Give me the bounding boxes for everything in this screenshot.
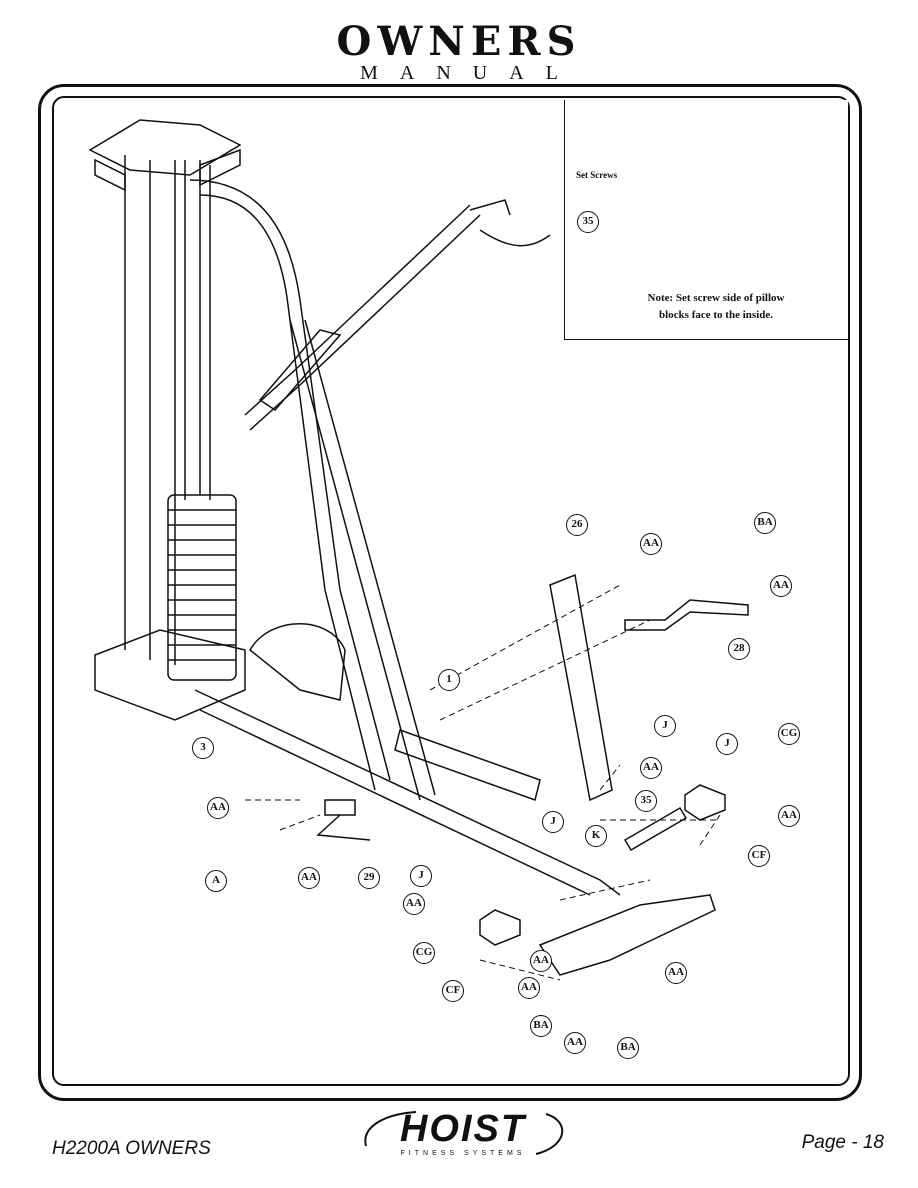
- shaft-35-main: [623, 806, 688, 852]
- upright-26: [549, 573, 613, 802]
- seat-crossmember: [394, 729, 541, 801]
- logo-swoosh: [364, 1111, 564, 1155]
- tower-base: [94, 629, 246, 721]
- callout-aa-low: AA: [403, 893, 425, 915]
- callout-j-right-2: J: [716, 733, 738, 755]
- callout-1: 1: [438, 669, 460, 691]
- callout-cg-right: CG: [778, 723, 800, 745]
- callout-k: K: [585, 825, 607, 847]
- callout-aa-left-2: AA: [298, 867, 320, 889]
- callout-cf-right: CF: [748, 845, 770, 867]
- arch-arm: [189, 179, 391, 791]
- callout-29: 29: [358, 867, 380, 889]
- pillow-block-low: [479, 909, 521, 946]
- arch-front-rail: [289, 319, 436, 801]
- callout-aa-top-2: AA: [770, 575, 792, 597]
- tower-top-bracket: [94, 148, 241, 192]
- callout-35-main: 35: [635, 790, 657, 812]
- cam-pulley: [249, 623, 346, 701]
- page-number: Page - 18: [801, 1132, 884, 1153]
- callout-aa-right-2: AA: [778, 805, 800, 827]
- callout-j-right-1: J: [654, 715, 676, 737]
- lever-28: [624, 599, 749, 631]
- press-arm-link: [258, 329, 342, 411]
- rear-foot: [538, 894, 716, 976]
- callout-aa-top-1: AA: [640, 533, 662, 555]
- hoist-logo: HOIST FITNESS SYSTEMS: [356, 1106, 570, 1168]
- callout-3: 3: [192, 737, 214, 759]
- callout-28: 28: [728, 638, 750, 660]
- main-base-rail: [194, 689, 621, 896]
- note-line-2: blocks face to the inside.: [659, 309, 773, 321]
- set-screws-label: Set Screws: [576, 170, 618, 180]
- callout-cf-low: CF: [442, 980, 464, 1002]
- callout-aa-right-1: AA: [640, 757, 662, 779]
- callout-aa-left: AA: [207, 797, 229, 819]
- tower-top-plate: [88, 119, 242, 176]
- callout-ba-low: BA: [530, 1015, 552, 1037]
- callout-26: 26: [566, 514, 588, 536]
- inner-frame: [52, 96, 850, 1086]
- press-handle: [469, 199, 551, 247]
- callout-aa-low-4: AA: [665, 962, 687, 984]
- callout-aa-low-2: AA: [530, 950, 552, 972]
- callout-aa-low-3: AA: [518, 977, 540, 999]
- footer-model: H2200A OWNERS: [52, 1138, 211, 1159]
- callout-j-low: J: [410, 865, 432, 887]
- footrest-29: [316, 799, 371, 841]
- logo-subtitle: FITNESS SYSTEMS: [400, 1150, 526, 1157]
- note-line-1: Note: Set screw side of pillow: [647, 292, 785, 304]
- detail-inset: [564, 100, 848, 340]
- header-subtitle: MANUAL: [360, 62, 580, 84]
- header-title: OWNERS: [336, 18, 582, 65]
- callout-a: A: [205, 870, 227, 892]
- note-text: Note: Set screw side of pillow blocks fa…: [606, 290, 826, 324]
- callout-ba-low-2: BA: [617, 1037, 639, 1059]
- pillow-block-right: [684, 784, 726, 821]
- tower-left-post: [124, 155, 176, 665]
- press-arm: [244, 204, 481, 431]
- callout-cg-low: CG: [413, 942, 435, 964]
- logo-word: HOIST: [399, 1108, 527, 1150]
- weight-guide-rods: [184, 160, 211, 500]
- callout-aa-low-5: AA: [564, 1032, 586, 1054]
- weight-stack: [167, 494, 237, 681]
- callout-j-mid: J: [542, 811, 564, 833]
- callout-35-inset: 35: [577, 211, 599, 233]
- outer-frame: [38, 84, 862, 1101]
- callout-ba-top: BA: [754, 512, 776, 534]
